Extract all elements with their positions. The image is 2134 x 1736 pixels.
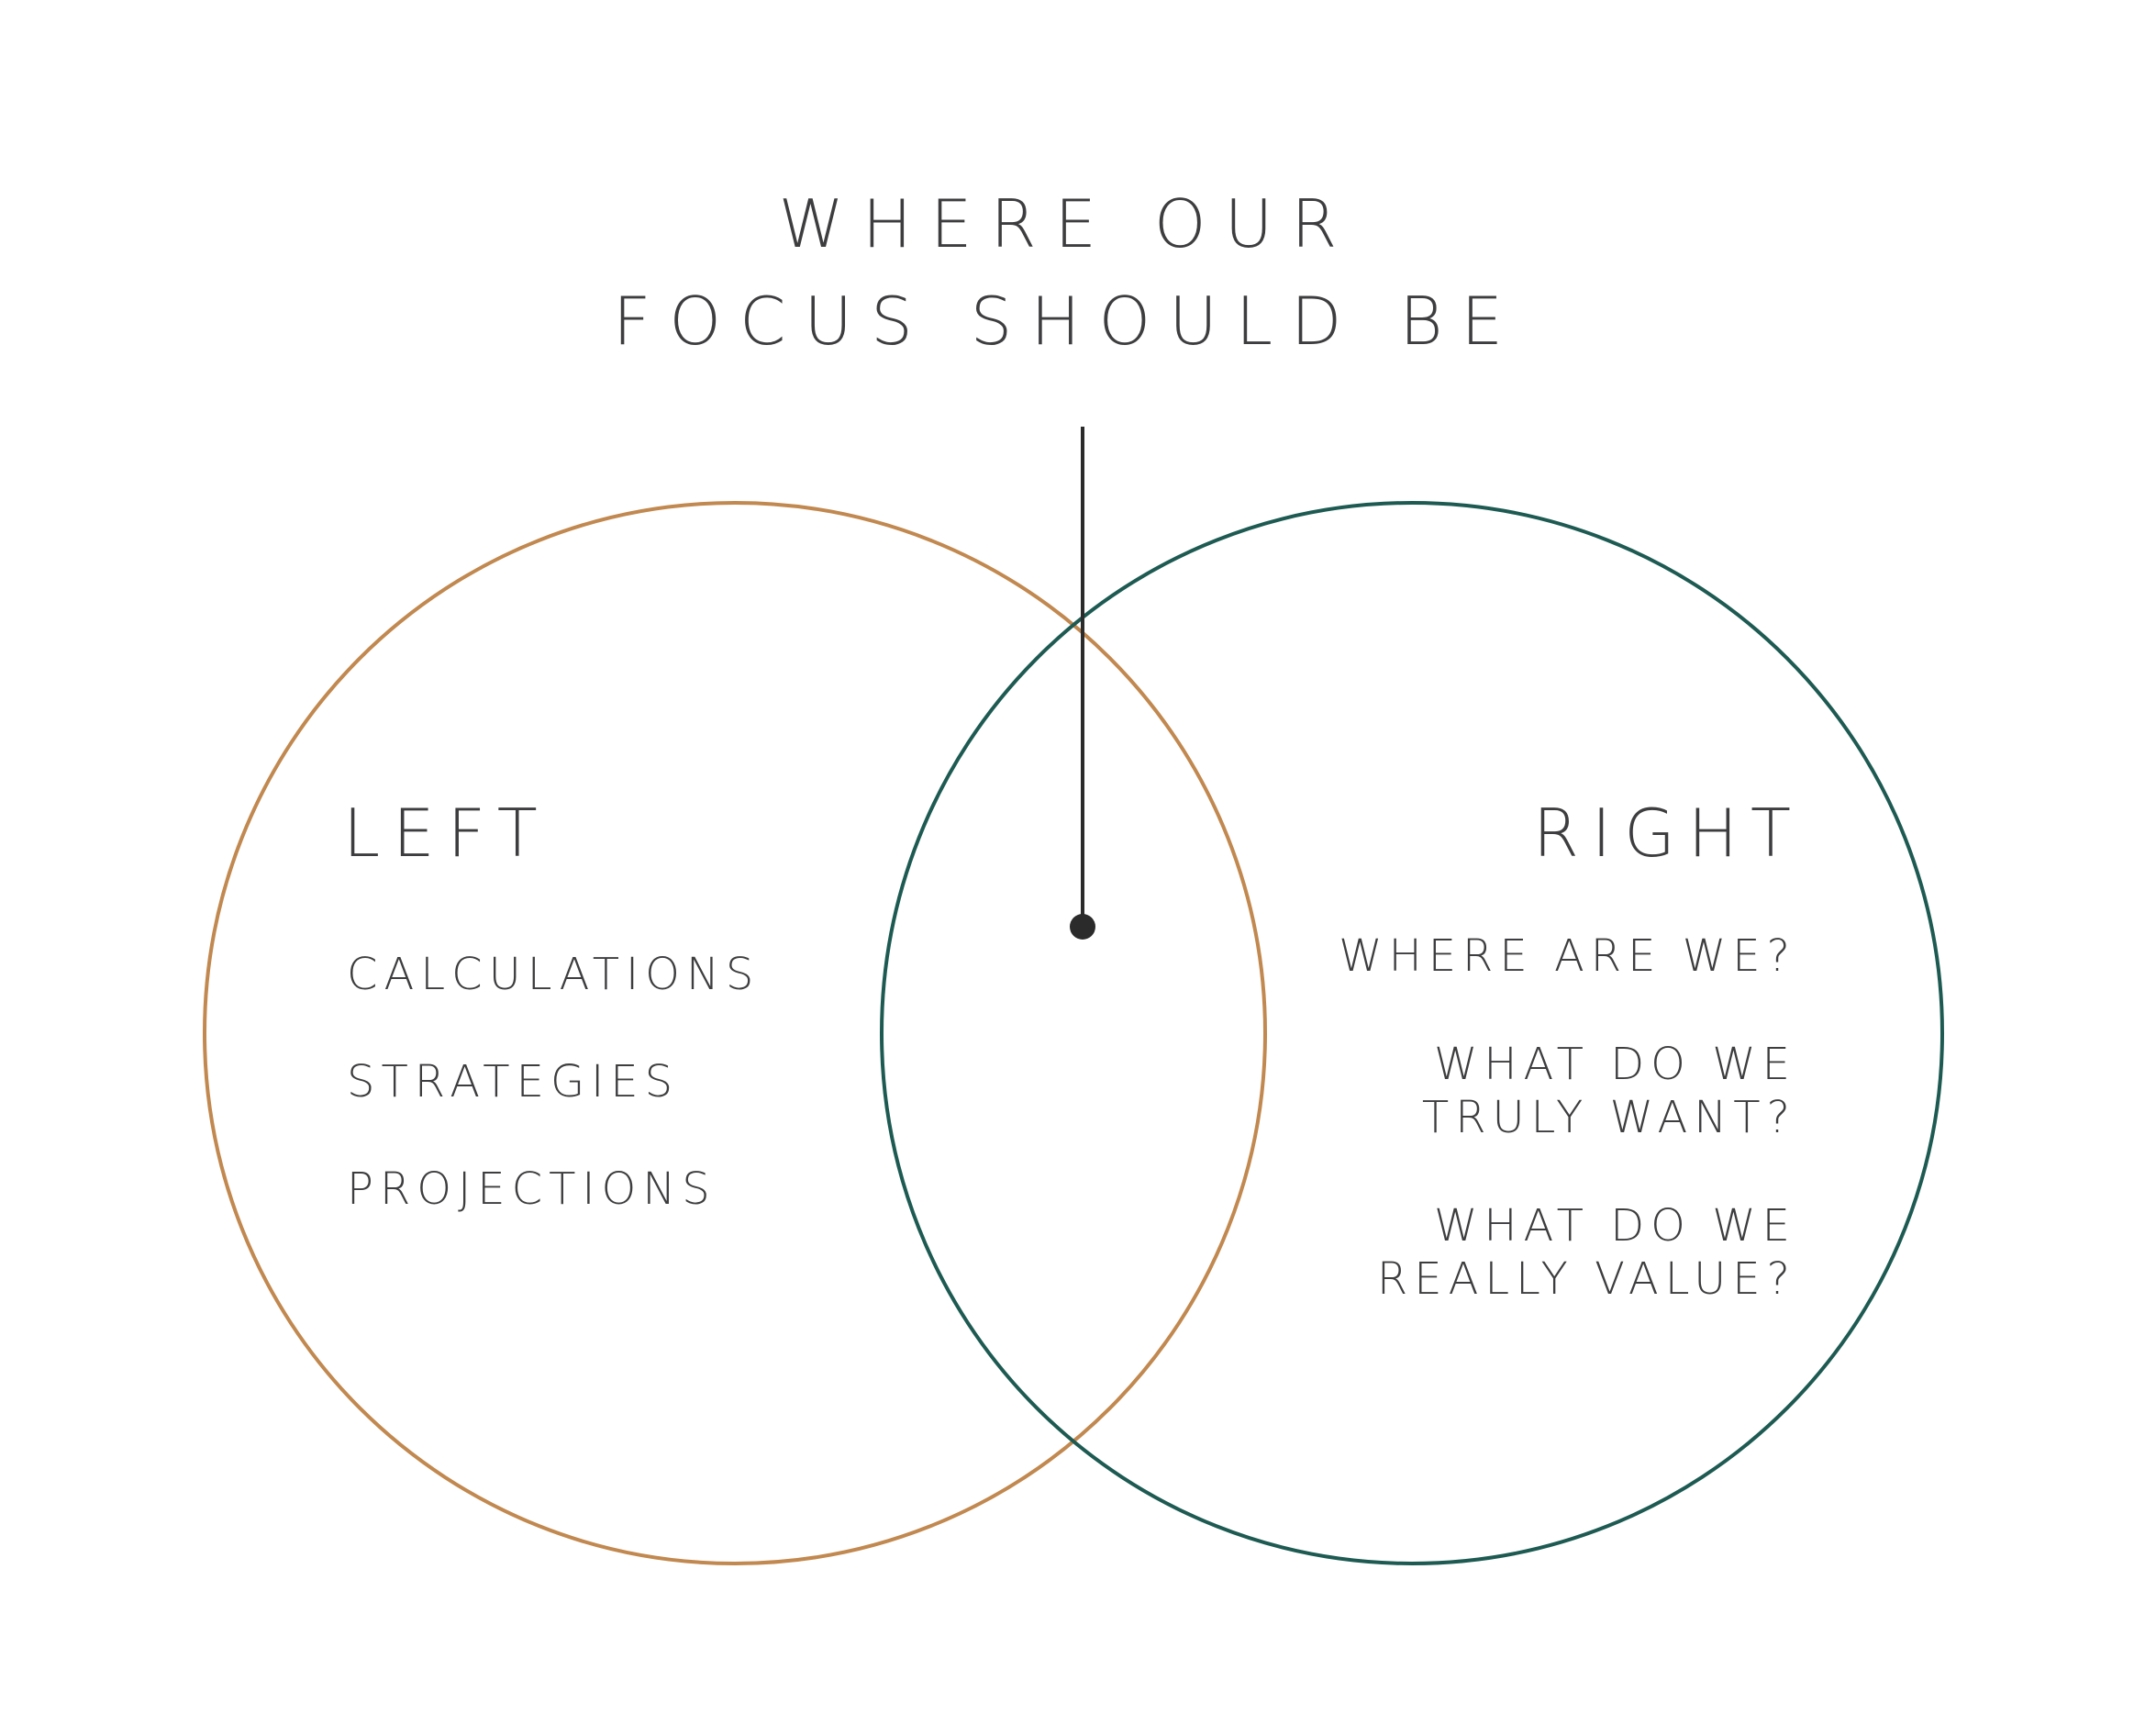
right-item-really-value: REALLY VALUE? (1376, 1253, 1796, 1305)
right-item-what-do-we-2: WHAT DO WE (1433, 1200, 1796, 1252)
title-line-2: FOCUS SHOULD BE (613, 283, 1521, 360)
right-item-what-do-we-1: WHAT DO WE (1433, 1039, 1796, 1090)
left-heading: LEFT (343, 795, 550, 872)
left-item-projections: PROJECTIONS (347, 1163, 717, 1215)
left-circle (203, 501, 1267, 1565)
left-item-calculations: CALCULATIONS (347, 949, 761, 1000)
right-heading: RIGHT (1532, 795, 1804, 872)
title-line-1: WHERE OUR (778, 185, 1356, 262)
right-item-where-are-we: WHERE ARE WE? (1339, 930, 1796, 982)
right-item-truly-want: TRULY WANT? (1421, 1092, 1796, 1143)
focus-pointer-dot (1070, 914, 1095, 940)
left-item-strategies: STRATEGIES (347, 1056, 680, 1107)
right-circle (880, 501, 1944, 1565)
